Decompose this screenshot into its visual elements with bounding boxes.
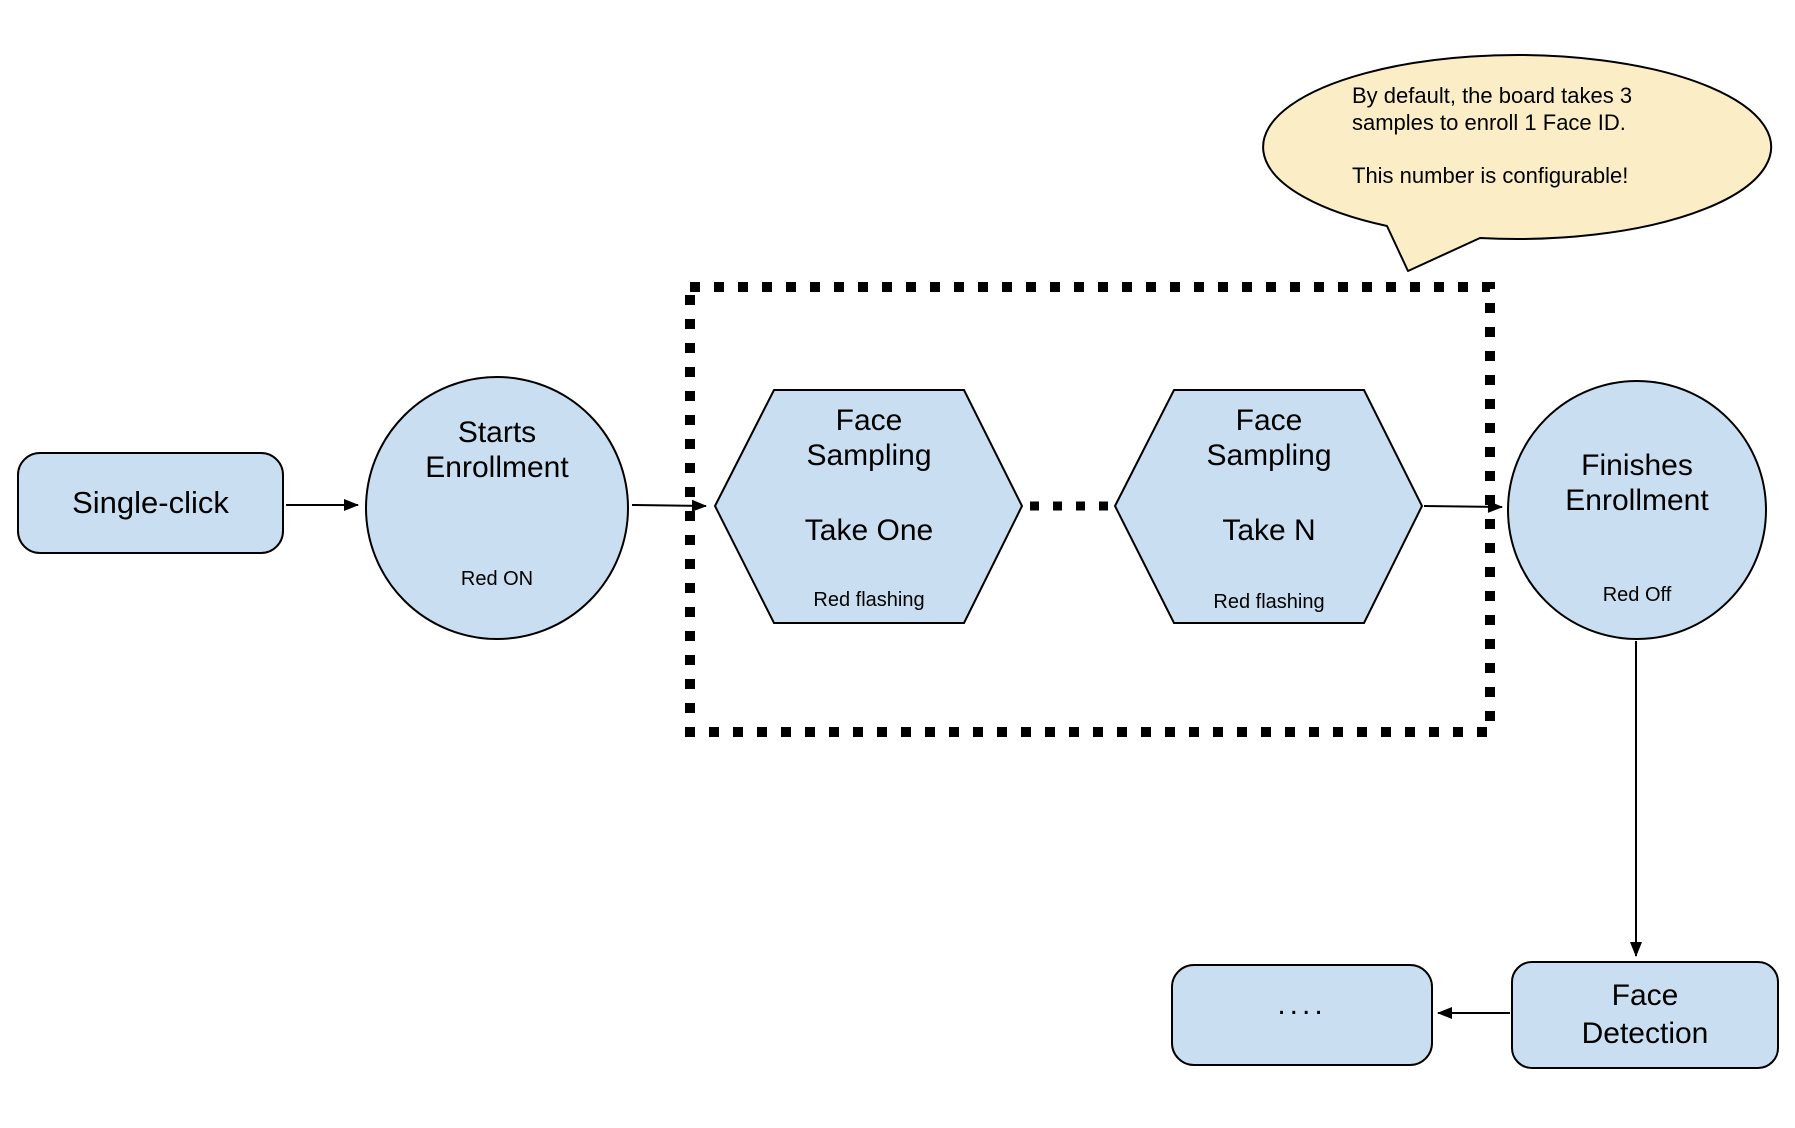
callout-line-3: This number is configurable! [1352, 163, 1629, 188]
ellipsis-box-shape [1171, 964, 1433, 1066]
callout-line-2: samples to enroll 1 Face ID. [1352, 110, 1626, 135]
finishes-enrollment-circle [1507, 380, 1767, 640]
single-click-box-shape [17, 452, 284, 554]
callout-text: By default, the board takes 3 samples to… [1352, 82, 1742, 189]
starts-enrollment-circle [365, 376, 629, 640]
callout-bubble [1262, 53, 1773, 272]
callout-line-1: By default, the board takes 3 [1352, 83, 1633, 108]
face-sampling-one-hexagon [713, 389, 1024, 624]
face-detection-box-shape [1511, 961, 1779, 1069]
arrow-starts-to-sampling-one [631, 499, 707, 512]
arrow-sampling-n-to-finishes [1423, 500, 1503, 513]
face-sampling-n-hexagon [1113, 389, 1424, 624]
